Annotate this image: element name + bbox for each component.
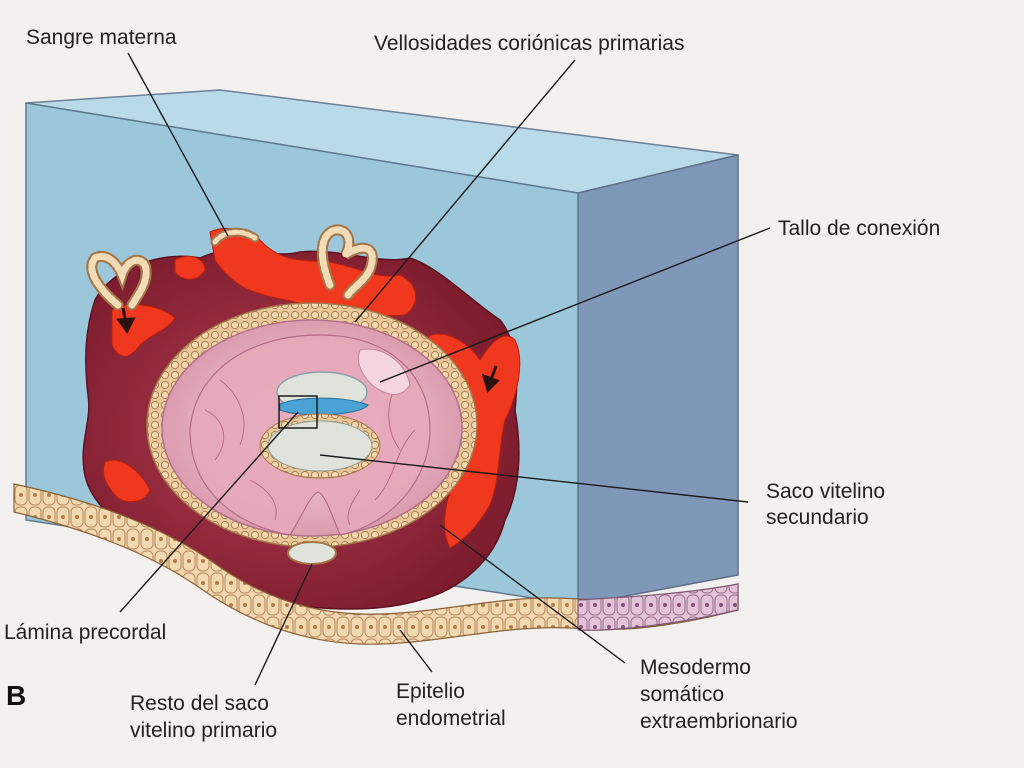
label-lamina-precordal: Lámina precordal	[4, 621, 167, 644]
connecting-stalk	[357, 348, 411, 395]
endometrium-side-face	[577, 154, 739, 606]
label-saco-vitelino-1: Saco vitelino	[766, 480, 886, 503]
label-mesodermo-1: Mesodermo	[640, 656, 751, 679]
endometrial-epithelium-side	[577, 583, 739, 631]
label-sangre-materna: Sangre materna	[26, 26, 177, 49]
label-mesodermo-3: extraembrionario	[640, 710, 798, 733]
label-vellosidades: Vellosidades coriónicas primarias	[374, 32, 685, 55]
leader-lines	[119, 52, 771, 686]
panel-letter: B	[6, 680, 27, 711]
label-saco-vitelino-2: secundario	[766, 506, 869, 529]
label-epitelio-1: Epitelio	[396, 680, 465, 703]
primary-yolk-sac-remnant	[287, 541, 337, 565]
maternal-blood-lacunae	[103, 227, 521, 549]
label-tallo-conexion: Tallo de conexión	[778, 217, 941, 240]
label-resto-saco-1: Resto del saco	[130, 692, 269, 715]
prechordal-plate-box	[278, 395, 318, 429]
label-epitelio-2: endometrial	[396, 707, 506, 730]
label-resto-saco-2: vitelino primario	[130, 719, 278, 742]
label-mesodermo-2: somático	[640, 683, 725, 706]
blood-flow-arrows	[116, 307, 500, 393]
bilaminar-disc	[279, 397, 369, 416]
primary-villi	[86, 224, 378, 311]
